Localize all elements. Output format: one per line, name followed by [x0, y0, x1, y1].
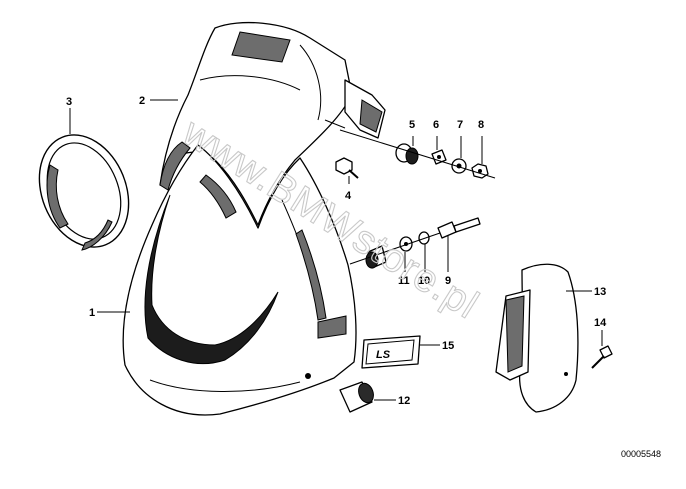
- screw-part-14: [591, 345, 613, 369]
- callout-8: 8: [478, 119, 484, 131]
- nut-part-8: [471, 163, 489, 179]
- callout-5: 5: [409, 119, 415, 131]
- callout-2: 2: [139, 95, 145, 107]
- bolt-part-9: [437, 217, 481, 239]
- main-fairing-part: [122, 144, 357, 416]
- callout-14: 14: [594, 317, 607, 329]
- callout-7: 7: [457, 119, 463, 131]
- headlight-ring-part: [38, 134, 130, 251]
- callout-6: 6: [433, 119, 439, 131]
- rubber-bush-part-11: [365, 245, 387, 269]
- badge-label: LS: [376, 349, 391, 361]
- side-cover-part-13: [495, 263, 579, 413]
- washer-part-7: [451, 158, 467, 174]
- callout-10: 10: [418, 275, 430, 287]
- rubber-grommet-part-5: [395, 143, 419, 165]
- callout-12: 12: [398, 395, 410, 407]
- callout-4: 4: [345, 190, 352, 202]
- rubber-bumper-part-12: [339, 381, 374, 413]
- callout-15: 15: [442, 340, 454, 352]
- callout-3: 3: [66, 96, 72, 108]
- clip-nut-part-6: [431, 149, 447, 165]
- reference-number: 00005548: [621, 449, 661, 459]
- callout-13: 13: [594, 286, 606, 298]
- callout-labels: 1 2 3 4 5 6 7 8 9 10 11 12 13 14 15: [66, 95, 607, 407]
- callout-1: 1: [89, 307, 95, 319]
- callout-11: 11: [398, 275, 410, 287]
- screw-part-4: [335, 157, 359, 179]
- callout-9: 9: [445, 275, 451, 287]
- ls-badge-part-15: LS: [361, 335, 421, 369]
- leader-lines: [69, 99, 603, 401]
- upper-cowl-part: [159, 21, 386, 226]
